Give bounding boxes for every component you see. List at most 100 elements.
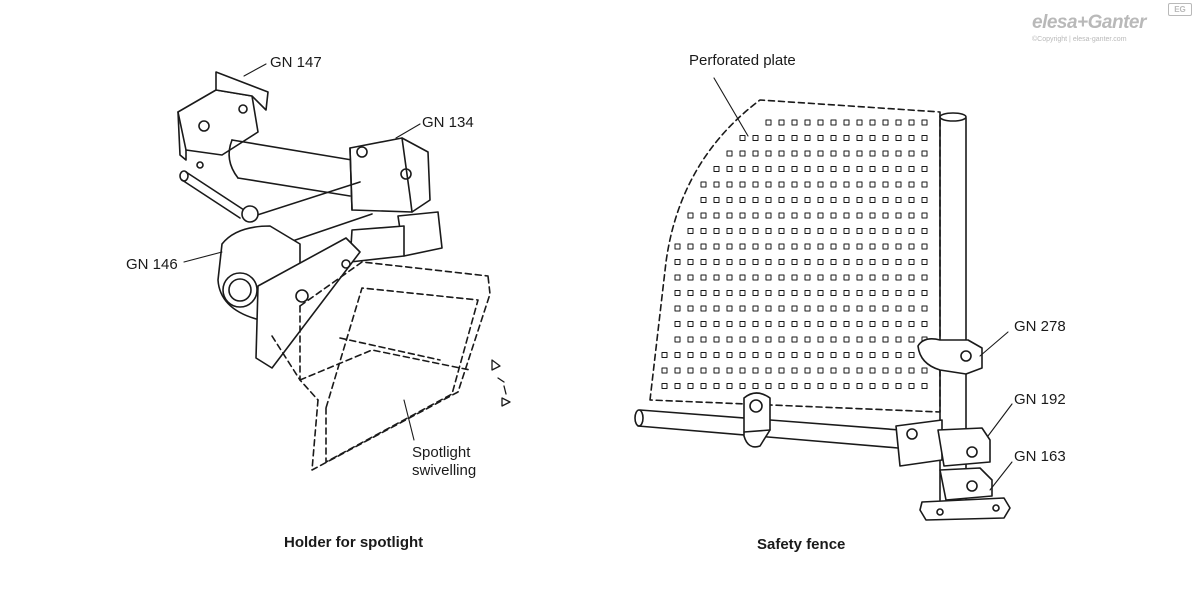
perforation-hole <box>687 321 694 327</box>
perforation-hole <box>882 352 889 358</box>
perforation-hole <box>869 367 876 374</box>
perforation-hole <box>791 259 798 265</box>
perforation-hole <box>791 228 798 234</box>
perforation-hole <box>895 305 902 312</box>
label-swivelling: swivelling <box>412 462 477 479</box>
label-spotlight: Spotlight <box>412 444 471 461</box>
perforation-hole <box>726 181 733 188</box>
perforation-hole <box>895 243 902 250</box>
perforation-hole <box>726 352 733 358</box>
perforation-hole <box>921 166 928 172</box>
perforation-hole <box>882 197 889 203</box>
perforation-hole <box>661 367 668 374</box>
perforation-hole <box>687 383 694 389</box>
perforation-hole <box>856 135 863 141</box>
perforation-hole <box>843 228 850 234</box>
perforation-hole <box>726 274 733 281</box>
perforation-hole <box>687 228 694 234</box>
perforation-hole <box>817 336 824 343</box>
gn134-clamp <box>349 137 443 263</box>
perforation-hole <box>713 181 720 188</box>
perforation-hole <box>921 135 928 141</box>
perforation-hole <box>895 197 902 203</box>
perforation-hole <box>687 336 694 343</box>
perforation-hole <box>700 383 707 389</box>
perforation-hole <box>895 336 902 343</box>
label-perforated-plate: Perforated plate <box>689 52 796 69</box>
perforation-hole <box>817 259 824 265</box>
perforation-hole <box>739 243 746 250</box>
perforation-hole <box>869 259 876 265</box>
perforation-hole <box>674 383 681 389</box>
perforation-hole <box>895 181 902 188</box>
perforation-hole <box>791 135 798 141</box>
perforation-hole <box>856 290 863 296</box>
perforation-hole <box>661 352 668 358</box>
perforation-hole <box>843 290 850 296</box>
perforation-hole <box>869 135 876 141</box>
perforation-hole <box>817 274 824 281</box>
perforation-hole <box>830 259 837 265</box>
perforation-hole <box>674 305 681 312</box>
perforation-hole <box>765 119 772 126</box>
label-gn134: GN 134 <box>422 114 474 131</box>
perforation-hole <box>817 135 824 141</box>
perforation-hole <box>908 119 915 126</box>
perforation-hole <box>856 259 863 265</box>
perforation-hole <box>765 166 772 172</box>
perforation-hole <box>791 305 798 312</box>
perforation-hole <box>869 166 876 172</box>
perforation-hole <box>908 135 915 141</box>
perforation-hole <box>752 321 759 327</box>
perforation-hole <box>882 135 889 141</box>
perforation-hole <box>778 135 785 141</box>
perforation-hole <box>687 243 694 250</box>
perforation-hole <box>869 336 876 343</box>
eg-badge: EG <box>1168 3 1192 16</box>
perforation-hole <box>908 166 915 172</box>
right-leader-lines <box>713 77 1013 491</box>
perforation-hole <box>687 212 694 219</box>
perforation-hole <box>778 321 785 327</box>
perforation-hole <box>752 274 759 281</box>
perforation-hole <box>765 352 772 358</box>
perforation-hole <box>843 305 850 312</box>
perforation-hole <box>752 197 759 203</box>
spotlight-housing <box>271 261 491 471</box>
perforation-hole <box>817 321 824 327</box>
perforation-hole <box>869 352 876 358</box>
perforation-hole <box>882 228 889 234</box>
perforation-hole <box>817 305 824 312</box>
perforation-hole <box>726 305 733 312</box>
perforation-hole <box>921 181 928 188</box>
perforation-hole <box>882 290 889 296</box>
perforation-hole <box>700 212 707 219</box>
perforation-hole <box>830 150 837 157</box>
perforation-hole <box>726 321 733 327</box>
perforation-hole <box>739 383 746 389</box>
perforation-hole <box>791 336 798 343</box>
perforation-hole <box>908 181 915 188</box>
upper-tube <box>228 139 353 197</box>
perforation-hole <box>895 228 902 234</box>
swivel-arrows <box>491 359 511 407</box>
perforation-hole <box>687 352 694 358</box>
perforation-hole <box>700 321 707 327</box>
gn147-clamp <box>177 71 269 169</box>
perforation-hole <box>739 336 746 343</box>
brand-logo: elesa+Ganter <box>1032 12 1146 33</box>
perforation-hole <box>869 181 876 188</box>
mounting-plate <box>255 237 361 369</box>
perforation-hole <box>778 290 785 296</box>
perforation-hole <box>830 181 837 188</box>
perforation-hole <box>882 212 889 219</box>
perforation-hole <box>739 321 746 327</box>
perforation-hole <box>830 336 837 343</box>
perforation-hole <box>882 119 889 126</box>
perforation-hole <box>856 197 863 203</box>
perforation-hole <box>908 383 915 389</box>
perforation-hole <box>869 197 876 203</box>
perforation-hole <box>726 243 733 250</box>
perforation-hole <box>791 212 798 219</box>
perforation-hole <box>882 383 889 389</box>
